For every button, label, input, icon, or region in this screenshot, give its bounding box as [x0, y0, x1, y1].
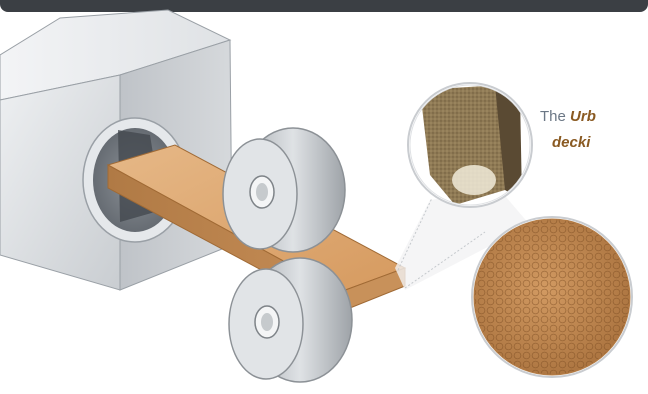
caption-brand: Urb — [570, 108, 596, 125]
roller-top — [223, 128, 345, 252]
magnifier-large — [470, 215, 635, 380]
roller-bottom — [229, 258, 352, 382]
caption-product: decki — [552, 134, 590, 151]
caption-prefix: The — [540, 108, 566, 125]
caption: The Urb decki — [540, 104, 648, 156]
extruder-machine — [0, 10, 232, 290]
magnifier-small — [408, 83, 532, 207]
